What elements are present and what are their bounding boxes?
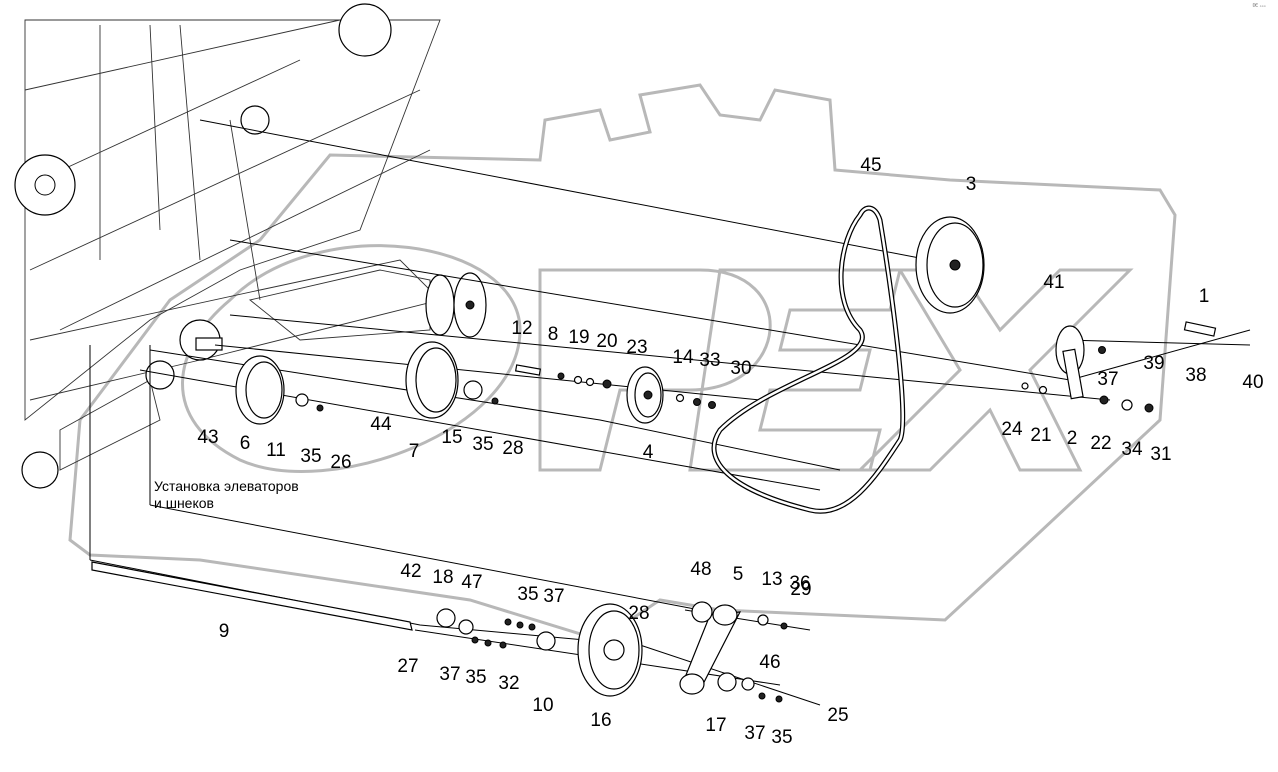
callout-c46: 46: [759, 652, 780, 673]
watermark-letter-x: [856, 268, 1134, 472]
corner-mark: ᴰᴱ ◦◦◦: [1252, 4, 1266, 10]
callout-c13: 13: [761, 569, 782, 590]
callout-c3: 3: [966, 174, 977, 195]
gearbox: [248, 269, 487, 341]
callout-c35b: 35: [472, 434, 493, 455]
fasteners: [295, 321, 1217, 703]
callout-c27: 27: [397, 656, 418, 677]
callout-c45: 45: [860, 155, 881, 176]
frame-pulley-top: [338, 3, 392, 57]
opex-watermark: [68, 83, 1177, 642]
tensioner-pulley: [1055, 325, 1085, 400]
callout-c47: 47: [461, 572, 482, 593]
callout-c12: 12: [511, 318, 532, 339]
callout-c11: 11: [266, 440, 286, 461]
callout-c16: 16: [590, 710, 611, 731]
callout-c35c: 35: [517, 584, 538, 605]
callout-c22: 22: [1090, 433, 1111, 454]
frame-pulley-left: [14, 154, 76, 216]
callout-c43: 43: [197, 427, 218, 448]
pulley-4: [626, 366, 664, 424]
callout-c21: 21: [1030, 425, 1051, 446]
callout-c35e: 35: [771, 727, 792, 748]
callout-c9: 9: [219, 621, 230, 642]
callout-c34: 34: [1121, 439, 1143, 460]
callout-c7: 7: [409, 441, 420, 462]
frame-sprocket: [21, 451, 59, 489]
callout-c28: 28: [502, 438, 523, 459]
pulley-6: [235, 355, 285, 425]
callout-c39: 39: [1143, 353, 1164, 374]
callout-c29: 29: [790, 579, 811, 600]
frame-pulley-mid: [240, 105, 270, 135]
callout-c48: 48: [690, 559, 711, 580]
callout-c5: 5: [733, 564, 744, 585]
callout-c35: 35: [300, 446, 321, 467]
callout-c2: 2: [1067, 428, 1078, 449]
caption-line-1: Установка элеваторов: [154, 478, 299, 494]
callout-c8: 8: [548, 324, 559, 345]
callout-c41: 41: [1043, 272, 1064, 293]
callout-c17: 17: [705, 715, 726, 736]
watermark-gear: [68, 83, 1177, 642]
callout-c18: 18: [432, 567, 453, 588]
callout-c28b: 28: [628, 603, 649, 624]
callout-c37d: 37: [744, 723, 765, 744]
callout-c37: 37: [1097, 369, 1118, 390]
combine-frame: [14, 3, 441, 489]
callout-c4: 4: [643, 442, 654, 463]
callout-c40: 40: [1242, 372, 1263, 393]
callout-c10: 10: [532, 695, 553, 716]
caption-line-2: и шнеков: [154, 495, 214, 511]
callout-c42: 42: [400, 561, 421, 582]
callout-c38: 38: [1185, 365, 1206, 386]
callout-c30: 30: [730, 358, 751, 379]
callout-c37c: 37: [439, 664, 460, 685]
watermark-letter-p: [538, 268, 772, 472]
pulley-7: [405, 341, 459, 419]
callout-c33: 33: [699, 350, 720, 371]
callout-c14: 14: [672, 347, 694, 368]
callout-c23: 23: [626, 337, 647, 358]
drive-belt-inner: [712, 206, 904, 513]
callout-c36: 36: [789, 573, 810, 594]
callout-c32: 32: [498, 673, 519, 694]
callout-c25: 25: [827, 705, 848, 726]
callout-c6: 6: [240, 433, 251, 454]
callout-c1: 1: [1199, 286, 1210, 307]
callout-c37b: 37: [543, 586, 564, 607]
callout-c44: 44: [370, 414, 392, 435]
callout-c24: 24: [1001, 419, 1023, 440]
callout-c20: 20: [596, 331, 617, 352]
pulley-3: [915, 216, 985, 314]
callout-c31: 31: [1150, 444, 1171, 465]
callout-c26: 26: [330, 452, 351, 473]
callout-c19: 19: [568, 327, 589, 348]
shaft-9: [91, 561, 413, 631]
pulley-16: [577, 603, 643, 697]
callout-c35d: 35: [465, 667, 486, 688]
callout-c15: 15: [441, 427, 462, 448]
watermark-letter-o: [181, 244, 522, 473]
